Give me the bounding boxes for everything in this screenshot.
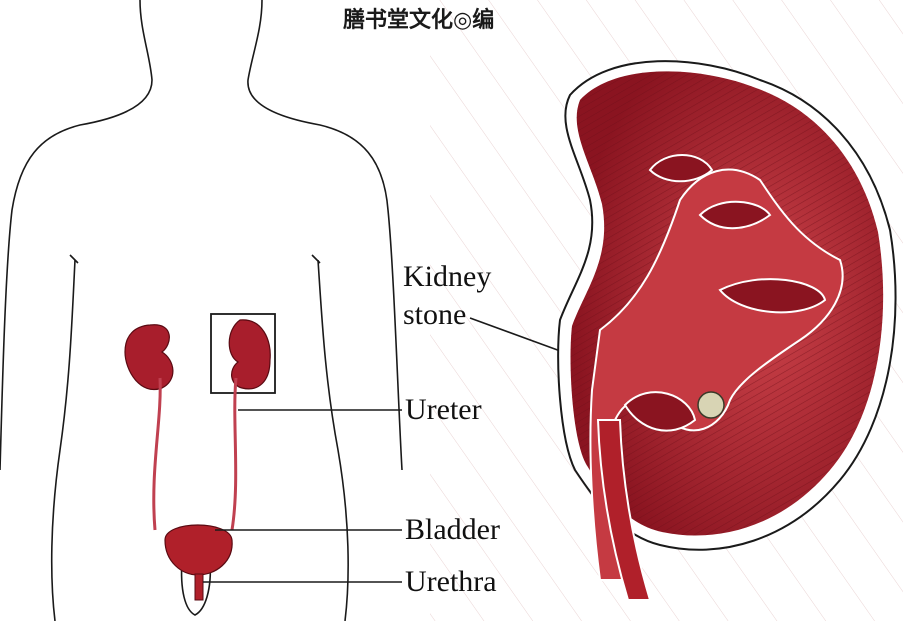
bladder-label: Bladder bbox=[405, 515, 500, 545]
urethra-shape bbox=[195, 574, 203, 600]
publisher-header: 膳书堂文化◎编 bbox=[343, 2, 494, 34]
left-kidney bbox=[125, 325, 173, 390]
kidney-stone-label-line2: stone bbox=[403, 300, 466, 330]
bladder-shape bbox=[165, 525, 232, 575]
kidney-stone bbox=[698, 392, 724, 418]
ureter-label: Ureter bbox=[405, 395, 482, 425]
kidney-stone-label-line1: Kidney bbox=[403, 262, 491, 292]
urethra-label: Urethra bbox=[405, 567, 497, 597]
right-ureter bbox=[232, 378, 236, 530]
left-ureter bbox=[154, 378, 160, 530]
